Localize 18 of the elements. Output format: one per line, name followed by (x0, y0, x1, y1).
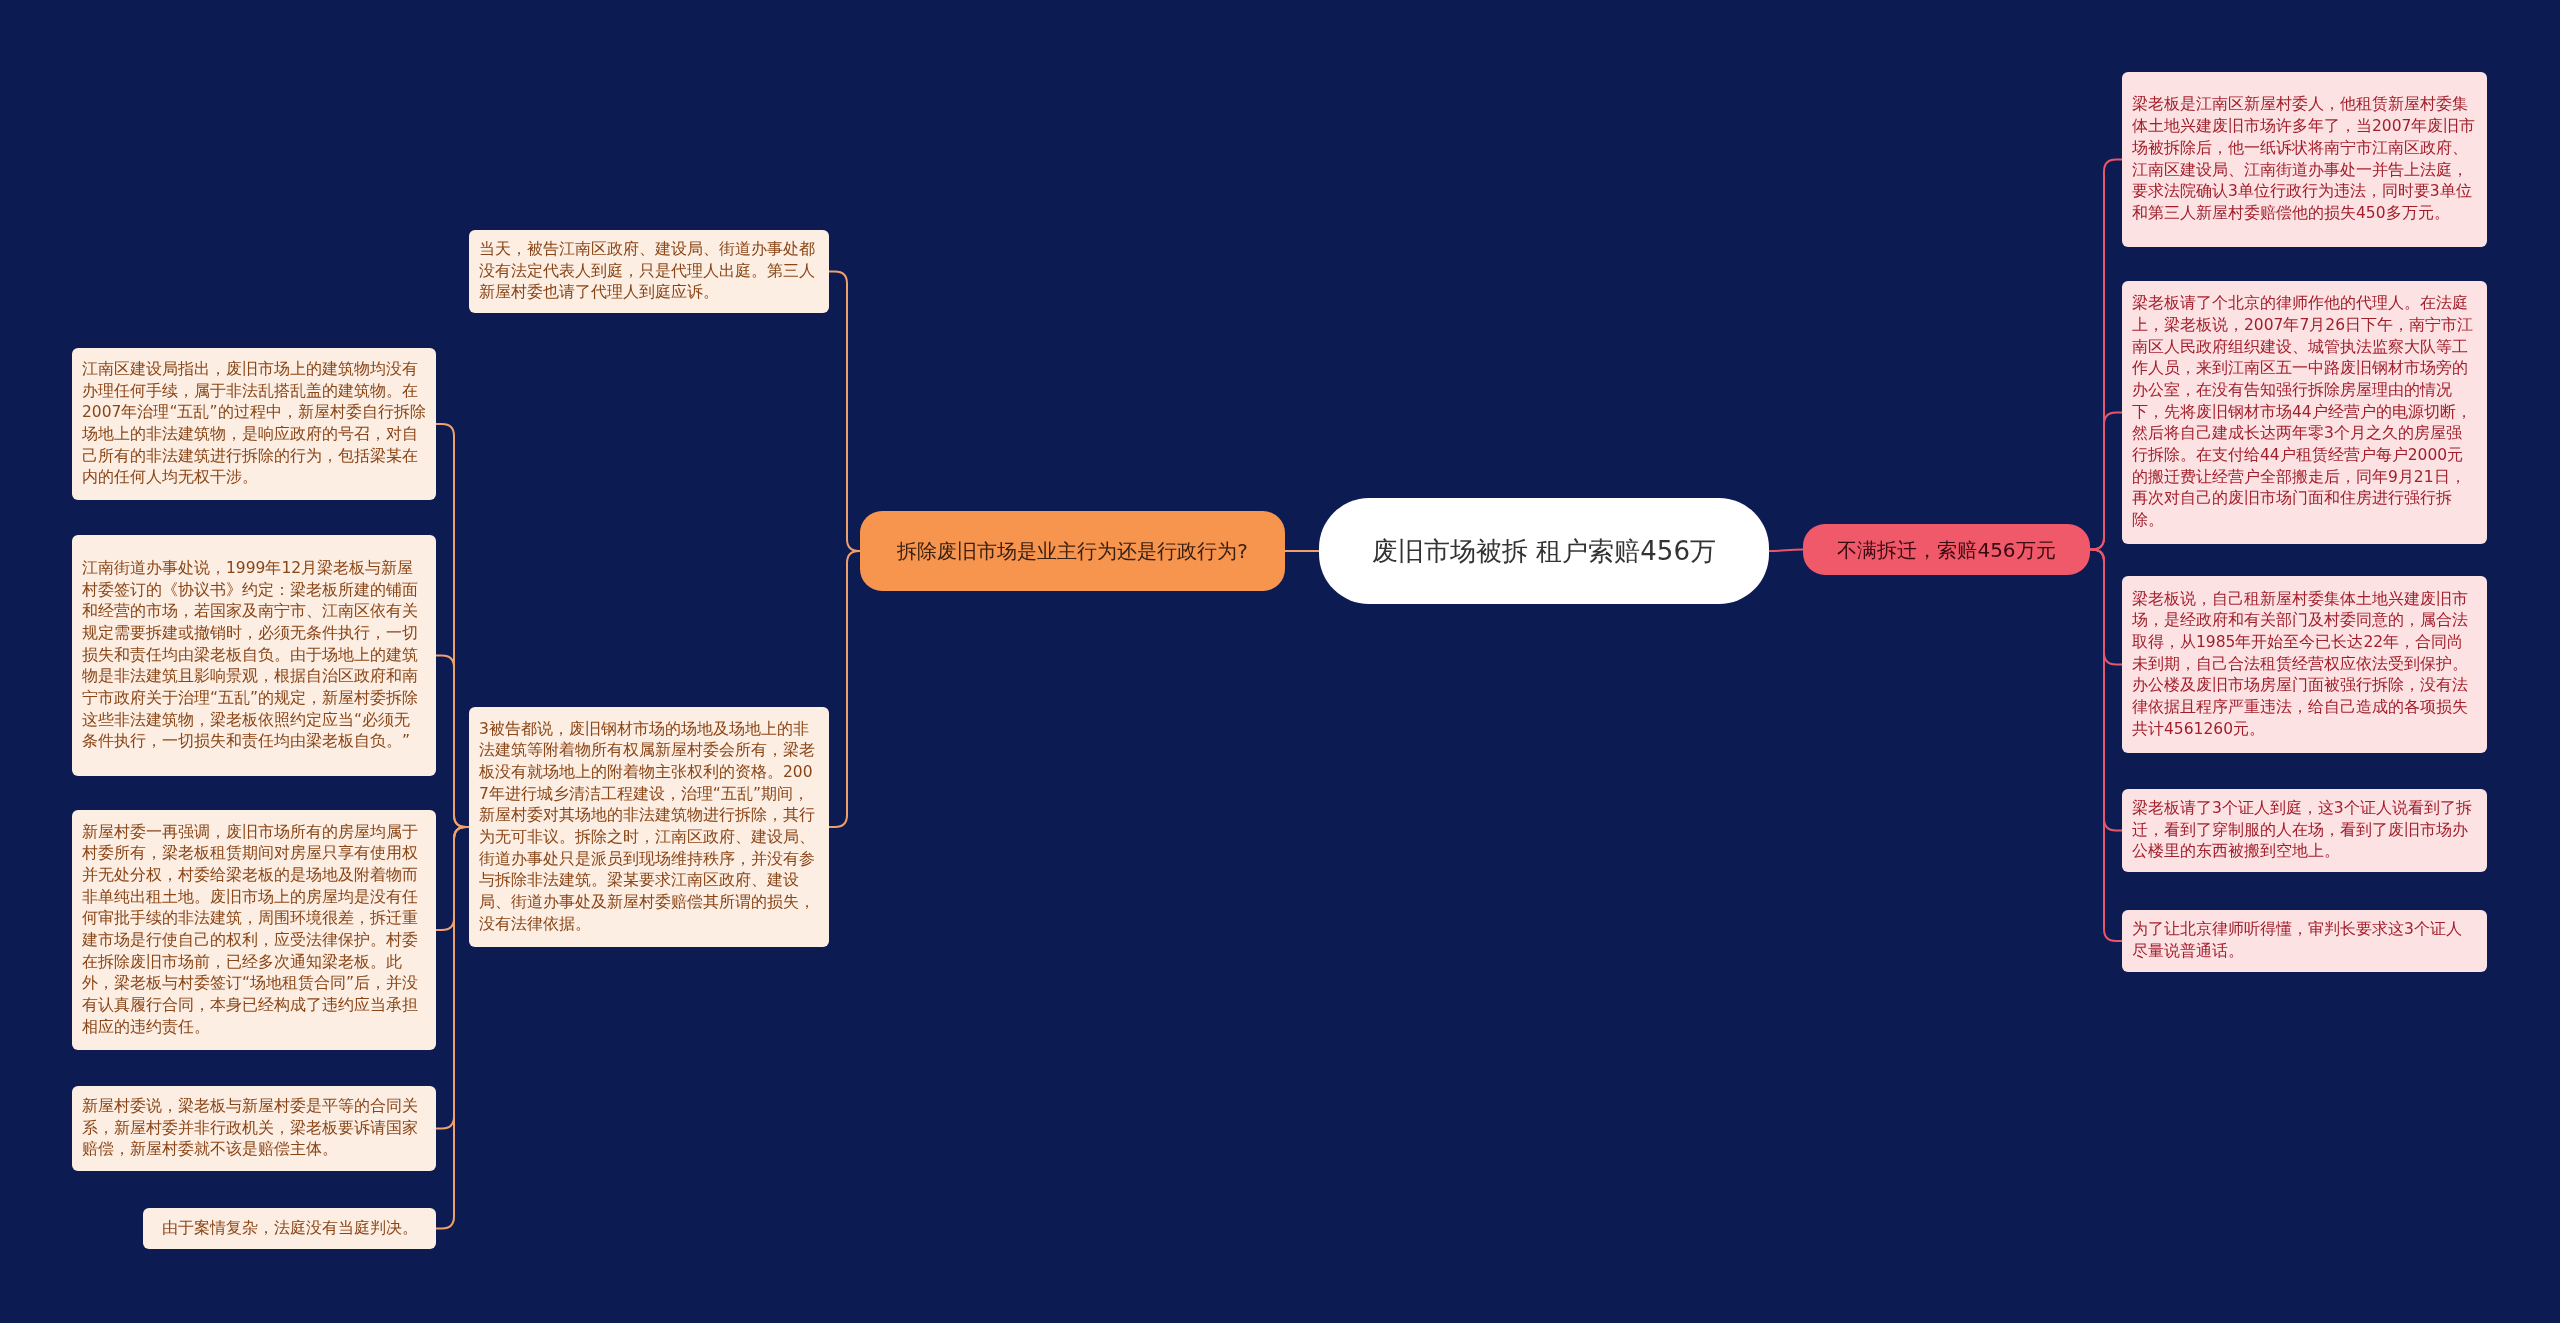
text-card: 梁老板请了3个证人到庭，这3个证人说看到了拆迁，看到了穿制服的人在场，看到了废旧市场办公楼里的东西被搬到空地上。 (2122, 789, 2487, 873)
text-card: 江南街道办事处说，1999年12月梁老板与新屋村委签订的《协议书》约定：梁老板所建的铺面和经营的市场，若国家及南宁市、江南区依有关规定需要拆建或撤销时，必须无条件执行，一切损失和责任均由梁老板自负。由于场地上的建筑物是非法建筑且影响景观，根据自治区政府和南宁市政府关于治理“五乱”的规定，新屋村委拆除这些非法建筑物，梁老板依照约定应当“必须无条件执行，一切损失和责任均由梁老板自负。” (72, 535, 436, 776)
text-card: 江南区建设局指出，废旧市场上的建筑物均没有办理任何手续，属于非法乱搭乱盖的建筑物。在2007年治理“五乱”的过程中，新屋村委自行拆除场地上的非法建筑物，是响应政府的号召，对自己所有的非法建筑进行拆除的行为，包括梁某在内的任何人均无权干涉。 (72, 348, 436, 500)
branch-topic-box: 不满拆迁，索赔456万元 (1803, 524, 2090, 575)
text-card: 新屋村委一再强调，废旧市场所有的房屋均属于村委所有，梁老板租赁期间对房屋只享有使用权并无处分权，村委给梁老板的是场地及附着物而非单纯出租土地。废旧市场上的房屋均是没有任何审批手续的非法建筑，周围环境很差，拆迁重建市场是行使自己的权利，应受法律保护。村委在拆除废旧市场前，已经多次通知梁老板。此外，梁老板与村委签订“场地租赁合同”后，并没有认真履行合同，本身已经构成了违约应当承担相应的违约责任。 (72, 810, 436, 1050)
text-card: 3被告都说，废旧钢材市场的场地及场地上的非法建筑等附着物所有权属新屋村委会所有，梁老板没有就场地上的附着物主张权利的资格。2007年进行城乡清洁工程建设，治理“五乱”期间，新屋村委对其场地的非法建筑物进行拆除，其行为无可非议。拆除之时，江南区政府、建设局、街道办事处只是派员到现场维持秩序，并没有参与拆除非法建筑。梁某要求江南区政府、建设局、街道办事处及新屋村委赔偿其所谓的损失，没有法律依据。 (469, 707, 829, 947)
branch-topic-box: 拆除废旧市场是业主行为还是行政行为? (860, 511, 1285, 591)
text-card: 梁老板是江南区新屋村委人，他租赁新屋村委集体土地兴建废旧市场许多年了，当2007年废旧市场被拆除后，他一纸诉状将南宁市江南区政府、江南区建设局、江南街道办事处一并告上法庭，要求法院确认3单位行政行为违法，同时要3单位和第三人新屋村委赔偿他的损失450多万元。 (2122, 72, 2487, 247)
text-card: 梁老板说，自己租新屋村委集体土地兴建废旧市场，是经政府和有关部门及村委同意的，属合法取得，从1985年开始至今已长达22年，合同尚未到期，自己合法租赁经营权应依法受到保护。办公楼及废旧市场房屋门面被强行拆除，没有法律依据且程序严重违法，给自己造成的各项损失共计4561260元。 (2122, 576, 2487, 753)
connector-line (2089, 411, 2123, 551)
text-card: 当天，被告江南区政府、建设局、街道办事处都没有法定代表人到庭，只是代理人出庭。第三人新屋村委也请了代理人到庭应诉。 (469, 230, 829, 314)
connector-line (1284, 550, 1320, 552)
text-card: 梁老板请了个北京的律师作他的代理人。在法庭上，梁老板说，2007年7月26日下午，南宁市江南区人民政府组织建设、城管执法监察大队等工作人员，来到江南区五一中路废旧钢材市场旁的办公室，在没有告知强行拆除房屋理由的情况下，先将废旧钢材市场44户经营户的电源切断，然后将自己建成长达两年零3个月之久的房屋强行拆除。在支付给44户租赁经营户每户2000元的搬迁费让经营户全部搬走后，同年9月21日，再次对自己的废旧市场门面和住房进行强行拆除。 (2122, 281, 2487, 544)
connector-line (1768, 548, 1804, 552)
text-card: 为了让北京律师听得懂，审判长要求这3个证人尽量说普通话。 (2122, 910, 2487, 972)
text-card: 由于案情复杂，法庭没有当庭判决。 (143, 1208, 436, 1249)
text-card: 新屋村委说，梁老板与新屋村委是平等的合同关系，新屋村委并非行政机关，梁老板要诉请国家赔偿，新屋村委就不该是赔偿主体。 (72, 1086, 436, 1171)
central-topic-pill: 废旧市场被拆 租户索赔456万 (1319, 498, 1769, 604)
